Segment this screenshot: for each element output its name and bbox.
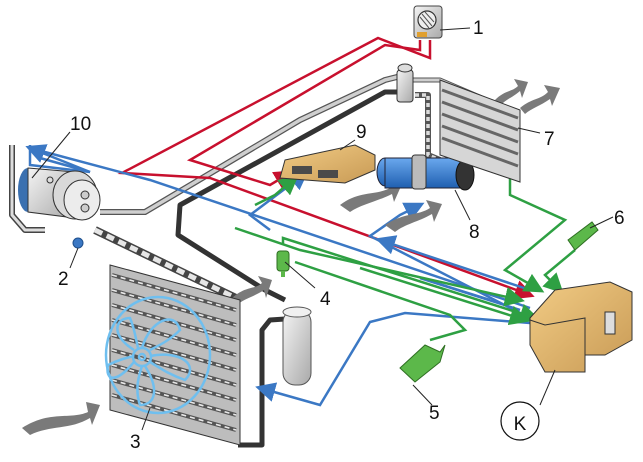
expansion-valve — [396, 63, 414, 103]
condenser-fan — [104, 295, 212, 415]
airflow-arrow-evap-2 — [520, 85, 560, 114]
label-5: 5 — [429, 403, 440, 424]
evaporator-sensor — [567, 221, 599, 251]
label-8: 8 — [469, 222, 480, 243]
engine-control-unit — [279, 144, 376, 184]
receiver-drier — [282, 306, 312, 386]
signal-wires — [25, 36, 576, 407]
label-9: 9 — [356, 122, 367, 143]
label-2: 2 — [58, 269, 69, 290]
control-module — [529, 281, 633, 373]
label-10: 10 — [70, 114, 91, 135]
control-panel-switch — [413, 5, 443, 39]
callout-labels: 1 2 3 4 5 6 7 8 9 10 — [58, 18, 625, 453]
leader-lines — [31, 27, 614, 431]
label-6: 6 — [614, 208, 625, 229]
airflow-arrow-blower-2 — [385, 200, 442, 232]
label-4: 4 — [320, 289, 331, 310]
compressor-valve — [72, 237, 84, 249]
blower-motor — [376, 154, 475, 191]
airflow-arrow-blower-1 — [340, 180, 402, 212]
k-symbol-text: K — [514, 414, 527, 435]
airflow-arrow-evap-1 — [495, 79, 528, 106]
refrigerant-pipes — [9, 72, 511, 448]
pressure-switch — [276, 250, 290, 277]
evaporator — [439, 79, 521, 183]
airflow-arrow-intake — [22, 402, 100, 435]
label-3: 3 — [130, 432, 141, 453]
airflow-arrows — [22, 79, 560, 435]
control-module-symbol: K — [500, 401, 540, 441]
label-1: 1 — [473, 18, 484, 39]
label-7: 7 — [544, 129, 555, 150]
airflow-arrow-condenser — [230, 276, 272, 306]
compressor — [18, 167, 101, 249]
temperature-sensor — [399, 344, 446, 383]
